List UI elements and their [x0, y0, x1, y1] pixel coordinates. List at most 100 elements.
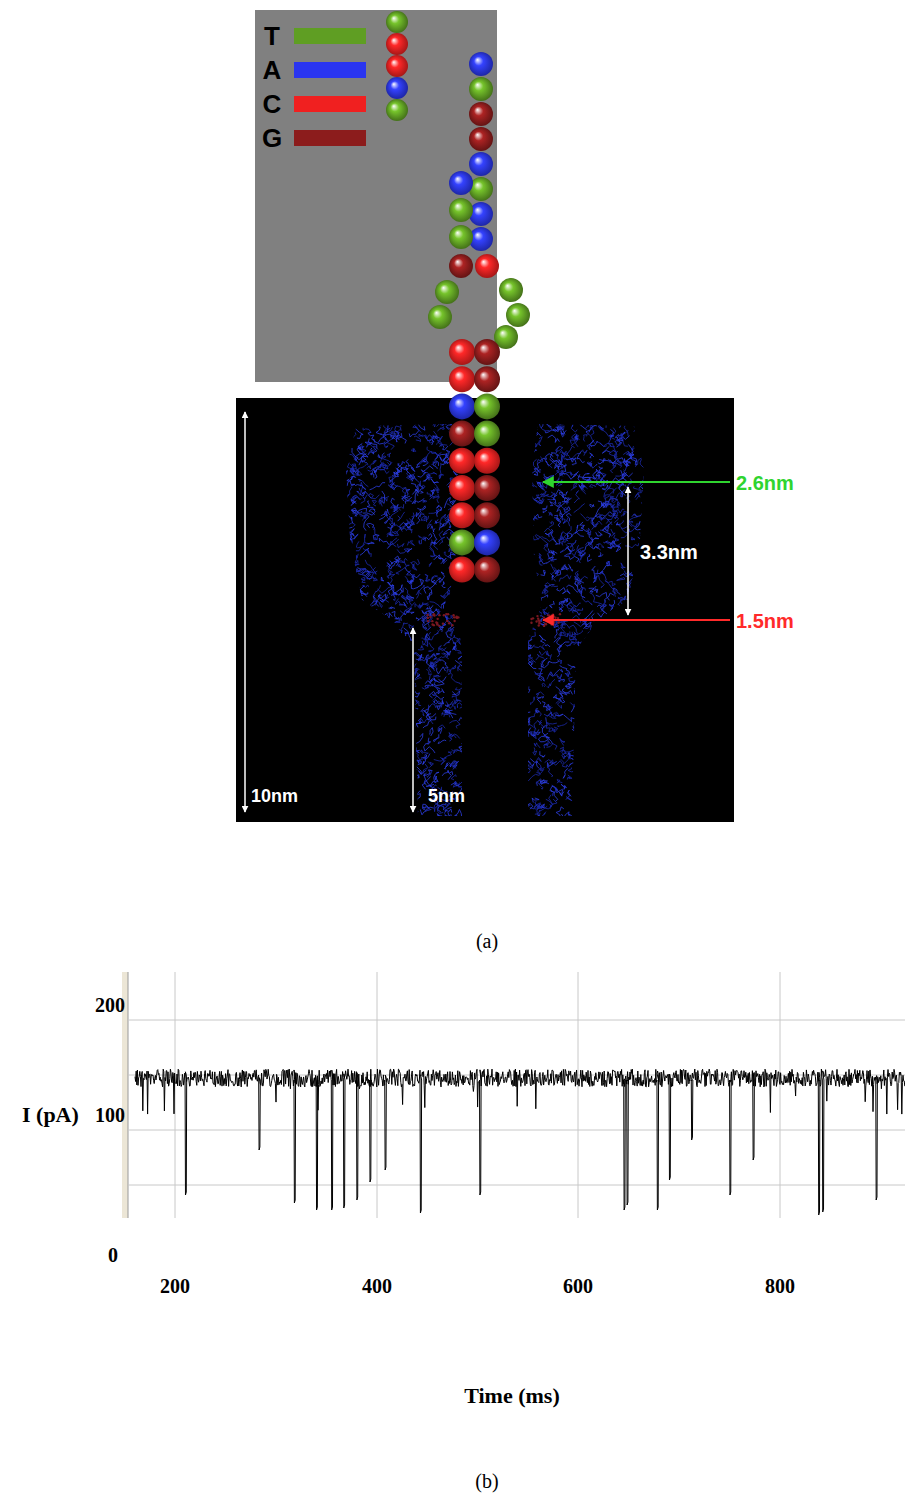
- wire-segment: [605, 593, 614, 603]
- wire-segment: [639, 484, 645, 491]
- constriction-residue: [433, 614, 435, 616]
- wire-segment: [449, 665, 456, 672]
- wire-segment: [343, 795, 352, 803]
- wire-segment: [549, 512, 553, 516]
- wire-segment: [355, 620, 368, 631]
- wire-segment: [550, 453, 557, 461]
- wire-segment: [426, 437, 434, 445]
- wire-segment: [360, 767, 365, 775]
- wire-segment: [422, 500, 426, 503]
- wire-segment: [519, 562, 529, 566]
- wire-segment: [381, 577, 384, 581]
- wire-segment: [555, 462, 561, 468]
- wire-segment: [560, 738, 565, 745]
- wire-segment: [541, 570, 546, 575]
- wire-segment: [569, 763, 581, 765]
- wire-segment: [601, 429, 615, 439]
- wire-segment: [439, 727, 442, 733]
- wire-segment: [441, 521, 449, 528]
- wire-segment: [372, 621, 381, 628]
- wire-segment: [592, 674, 598, 682]
- wire-segment: [591, 709, 597, 716]
- wire-segment: [541, 812, 546, 818]
- wire-segment: [452, 691, 460, 696]
- wire-segment: [361, 722, 365, 728]
- wire-segment: [342, 718, 347, 726]
- wire-segment: [354, 755, 360, 762]
- wire-segment: [364, 716, 372, 719]
- wire-segment: [417, 422, 424, 430]
- wire-segment: [609, 429, 613, 436]
- wire-segment: [585, 422, 593, 428]
- wire-segment: [409, 624, 414, 628]
- wire-segment: [617, 768, 626, 775]
- wire-segment: [443, 529, 453, 535]
- wire-segment: [350, 529, 354, 537]
- wire-segment: [384, 786, 392, 797]
- wire-segment: [437, 705, 440, 709]
- wire-segment: [612, 722, 617, 724]
- wire-segment: [418, 579, 424, 587]
- wire-segment: [601, 798, 610, 801]
- wire-segment: [548, 435, 560, 442]
- wire-segment: [455, 638, 461, 644]
- wire-segment: [457, 703, 463, 708]
- wire-segment: [407, 541, 414, 545]
- wire-segment: [569, 677, 578, 681]
- wire-segment: [384, 427, 392, 433]
- wire-segment: [600, 572, 608, 583]
- wire-segment: [647, 471, 651, 474]
- wire-segment: [592, 712, 599, 715]
- nucleotide-bead: [474, 502, 500, 528]
- wire-segment: [560, 450, 570, 456]
- wire-segment: [423, 534, 432, 540]
- wire-segment: [611, 657, 620, 663]
- wire-segment: [457, 665, 461, 671]
- wire-segment: [614, 509, 624, 513]
- wire-segment: [638, 439, 644, 454]
- wire-segment: [607, 742, 614, 746]
- wire-segment: [555, 629, 558, 639]
- wire-segment: [435, 487, 439, 493]
- nucleotide-bead: [449, 225, 473, 249]
- wire-segment: [598, 482, 603, 486]
- wire-segment: [374, 727, 382, 732]
- wire-segment: [646, 515, 652, 523]
- nucleotide-bead: [474, 393, 500, 419]
- wire-segment: [347, 769, 352, 775]
- wire-segment: [602, 753, 606, 758]
- wire-segment: [642, 449, 646, 457]
- wire-segment: [435, 514, 446, 524]
- wire-segment: [647, 647, 653, 662]
- wire-segment: [530, 514, 542, 522]
- wire-segment: [639, 701, 644, 710]
- wire-segment: [340, 456, 345, 464]
- wire-segment: [399, 641, 407, 649]
- wire-segment: [596, 782, 607, 789]
- wire-segment: [575, 571, 578, 576]
- wire-segment: [375, 534, 378, 540]
- axis-tick-label: 100: [95, 1104, 125, 1127]
- nucleotide-bead: [449, 366, 475, 392]
- wire-segment: [608, 502, 615, 507]
- wire-segment: [645, 782, 655, 789]
- wire-segment: [644, 586, 656, 597]
- wire-segment: [629, 644, 638, 651]
- wire-segment: [356, 429, 363, 438]
- wire-segment: [348, 630, 357, 637]
- wire-segment: [374, 701, 380, 706]
- wire-segment: [535, 817, 544, 819]
- wire-segment: [596, 592, 610, 600]
- wire-segment: [449, 720, 460, 728]
- wire-segment: [649, 558, 657, 565]
- legend-text: G: [262, 123, 282, 154]
- wire-segment: [446, 701, 455, 708]
- wire-segment: [577, 802, 585, 806]
- wire-segment: [643, 526, 651, 530]
- wire-segment: [631, 455, 636, 467]
- wire-segment: [374, 788, 380, 796]
- wire-segment: [590, 593, 602, 604]
- wire-segment: [608, 459, 615, 473]
- wire-segment: [604, 690, 612, 697]
- wire-segment: [399, 720, 406, 726]
